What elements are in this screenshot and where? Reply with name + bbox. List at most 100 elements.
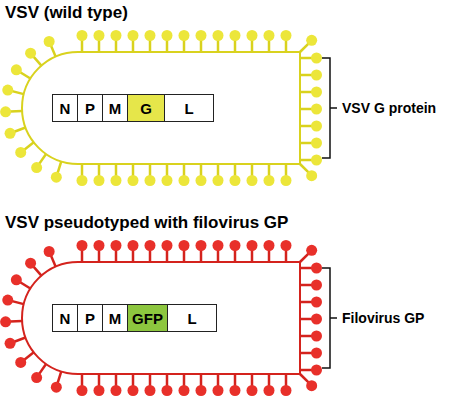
spike-head — [247, 175, 258, 186]
spike-head — [0, 106, 11, 117]
spike-head — [311, 155, 322, 166]
spike-stalk — [81, 40, 84, 52]
spike-stalk — [183, 164, 186, 176]
spike-stalk — [98, 164, 101, 176]
spike-head — [306, 35, 317, 46]
spike-head — [15, 357, 26, 368]
spike-stalk — [58, 161, 62, 172]
spike-head — [111, 175, 122, 186]
spike-head — [311, 87, 322, 98]
spike-head — [179, 240, 190, 251]
spike-head — [247, 240, 258, 251]
spike-stalk — [285, 40, 288, 52]
spike-head — [25, 48, 36, 59]
gene-name: GFP — [132, 310, 163, 327]
spike-head — [311, 280, 322, 291]
spike-head — [196, 240, 207, 251]
spike-stalk — [81, 374, 84, 386]
spike-stalk — [34, 267, 42, 276]
bracket — [322, 268, 337, 368]
spike-head — [311, 121, 322, 132]
gene-name: N — [60, 100, 71, 117]
spike-stalk — [300, 301, 312, 304]
spike-head — [111, 30, 122, 41]
spike-head — [77, 30, 88, 41]
spike-head — [145, 385, 156, 396]
spike-stalk — [200, 374, 203, 386]
spike-stalk — [251, 250, 254, 262]
gene-box: N — [52, 94, 78, 122]
spike-head — [128, 240, 139, 251]
spike-stalk — [217, 374, 220, 386]
spike-head — [311, 348, 322, 359]
spike-head — [281, 240, 292, 251]
spike-stalk — [115, 250, 118, 262]
bracket-label: VSV G protein — [342, 100, 436, 117]
spike-stalk — [183, 40, 186, 52]
spike-head — [230, 240, 241, 251]
spike-stalk — [149, 164, 152, 176]
gene-box: GFP — [127, 304, 168, 332]
spike-stalk — [200, 250, 203, 262]
spike-stalk — [149, 40, 152, 52]
spike-head — [162, 30, 173, 41]
spike-stalk — [183, 250, 186, 262]
spike-head — [51, 172, 62, 183]
gene-name: M — [109, 100, 122, 117]
spike-head — [230, 385, 241, 396]
spike-stalk — [300, 159, 312, 162]
spike-head — [145, 240, 156, 251]
spike-head — [247, 30, 258, 41]
spike-stalk — [234, 250, 237, 262]
spike-stalk — [10, 320, 22, 323]
figure-title: VSV (wild type) — [5, 3, 128, 23]
gene-box: P — [77, 304, 103, 332]
spike-head — [311, 297, 322, 308]
spike-stalk — [268, 40, 271, 52]
spike-stalk — [200, 40, 203, 52]
spike-stalk — [81, 164, 84, 176]
gene-box: P — [77, 94, 103, 122]
spike-stalk — [51, 256, 56, 267]
spike-head — [77, 240, 88, 251]
spike-stalk — [300, 125, 312, 128]
gene-name: L — [184, 100, 193, 117]
spike-stalk — [132, 374, 135, 386]
spike-stalk — [39, 154, 46, 164]
spike-head — [162, 385, 173, 396]
spike-stalk — [20, 282, 30, 288]
spike-stalk — [285, 250, 288, 262]
gene-name: N — [60, 310, 71, 327]
gene-box: M — [102, 304, 128, 332]
spike-head — [213, 385, 224, 396]
glycoprotein-spikes — [0, 240, 322, 396]
spike-stalk — [34, 57, 42, 66]
spike-head — [77, 175, 88, 186]
spike-head — [128, 175, 139, 186]
spike-head — [281, 175, 292, 186]
spike-stalk — [234, 374, 237, 386]
gene-box: L — [164, 94, 214, 122]
spike-stalk — [234, 40, 237, 52]
spike-head — [179, 30, 190, 41]
spike-head — [306, 170, 317, 181]
spike-stalk — [300, 267, 312, 270]
virion-envelope — [22, 262, 300, 374]
spike-head — [264, 175, 275, 186]
spike-head — [311, 70, 322, 81]
spike-head — [44, 36, 55, 47]
spike-stalk — [300, 91, 312, 94]
spike-head — [230, 30, 241, 41]
spike-stalk — [98, 40, 101, 52]
spike-stalk — [300, 57, 312, 60]
spike-head — [162, 240, 173, 251]
spike-stalk — [251, 374, 254, 386]
spike-stalk — [300, 108, 312, 111]
spike-stalk — [217, 250, 220, 262]
spike-stalk — [300, 254, 308, 262]
spike-stalk — [300, 164, 308, 172]
spike-stalk — [81, 250, 84, 262]
spike-stalk — [217, 40, 220, 52]
spike-stalk — [12, 301, 24, 304]
